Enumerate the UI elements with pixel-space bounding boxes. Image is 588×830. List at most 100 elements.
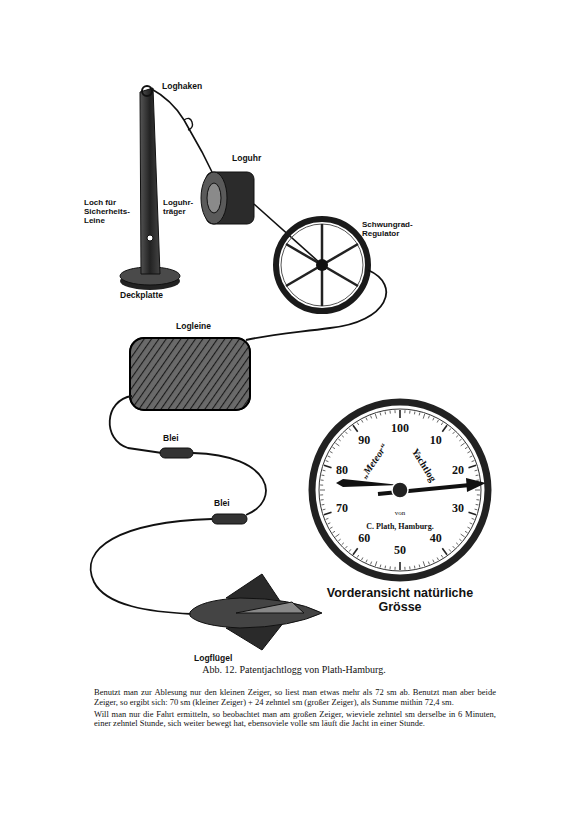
dial-tick [449,549,451,551]
dial-tick [404,567,405,570]
dial-tick [399,410,401,418]
dial-tick [320,494,323,495]
dial-tick [475,490,480,491]
dial-tick [335,443,339,446]
dial-number: 70 [336,502,348,516]
dial [312,402,488,578]
dial-tick [321,479,324,480]
dial-tick [323,509,326,511]
dial-tick [433,418,434,421]
log-hook [150,88,212,172]
dial-tick [332,531,335,533]
part-label: Loch für Sicherheits-Leine [84,198,138,226]
dial-tick [380,413,382,416]
dial-tick [389,411,390,414]
dial-tick [321,475,324,477]
dial-tick [404,410,405,413]
dial-number: 10 [430,434,442,448]
dial-tick [472,518,475,519]
part-label: Loghaken [162,82,202,92]
part-label: Blei [163,434,179,444]
dial-tick [326,518,329,519]
log-line [193,453,266,515]
dial-tick [470,523,473,524]
flywheel-inner-rim [281,224,363,306]
dial-tick [335,534,339,537]
dial-inscription: von [395,509,406,517]
log-line [91,519,212,614]
dial-tick [468,512,476,514]
hook-eye [184,118,193,130]
lead-weight [160,448,193,458]
part-label: Loguhr [232,154,261,164]
small-hand [336,479,400,487]
part-label: Logleine [176,322,211,332]
part-label: Schwungrad-Regulator [362,220,428,238]
dial-tick [338,539,340,541]
dial-tick [345,432,347,434]
dial-tick [349,428,351,430]
dial-tick [414,411,416,414]
dial-tick [323,470,326,472]
log-clock-carrier [140,88,160,274]
dial-tick [375,561,377,566]
dial-tick [328,456,331,457]
dial-tick [371,562,372,565]
dial-tick [453,432,455,434]
part-label: Loguhr-träger [163,198,199,216]
flywheel-hub [316,259,328,271]
dial-tick [353,425,358,431]
log-line [110,396,162,453]
dial-tick [476,479,479,480]
dial-tick [437,420,438,423]
dial-tick [328,523,331,524]
dial-tick [449,428,451,430]
dial-tick [433,560,434,563]
dial-ticks [320,410,480,570]
dial-tick [456,435,458,437]
dial-tick [437,557,438,560]
dial-hub [392,482,408,498]
log-line-coil [130,338,250,410]
flywheel-rim [276,219,368,311]
dial-tick [371,416,372,419]
dial-tick [476,504,479,506]
dial-ring [319,409,481,571]
dial-tick [342,435,344,437]
dial-tick [361,420,362,423]
dial-tick [349,549,351,551]
dial-maker: C. Plath, Hamburg. [366,522,433,531]
dial-tick [394,567,395,570]
dial-number: 100 [391,422,409,436]
large-hand-tip [466,478,486,492]
dial-tick [324,465,332,467]
dial-tick [441,555,443,558]
dial-tick [453,546,455,548]
dial-tick [476,475,479,477]
dial-tick [357,555,359,558]
figure-caption: Abb. 12. Patentjachtlogg von Plath-Hambu… [0,664,588,676]
dial-tick [385,566,387,569]
dial-number: 60 [358,532,370,546]
dial-tick [361,557,362,560]
view-note: Vorderansicht natürliche Grösse [325,586,475,615]
dial-tick [345,546,347,548]
dial-tick [467,451,470,452]
part-label: Deckplatte [120,291,163,301]
dial-tick [321,504,324,506]
flywheel-regulator [276,219,368,311]
dial-tick [414,566,416,569]
safety-line-hole [147,235,153,241]
dial-number: 80 [336,464,348,478]
body-text: Will man nur die Fahrt ermitteln, so beo… [94,710,496,730]
log-clock [201,172,254,224]
dial-bezel [312,402,488,578]
dial-tick [357,422,359,425]
dial-tick [326,461,329,462]
dial-tick [461,443,465,446]
dial-tick [442,425,447,431]
dial-tick [409,411,410,414]
dial-tick [475,509,478,511]
dial-tick [409,566,410,569]
